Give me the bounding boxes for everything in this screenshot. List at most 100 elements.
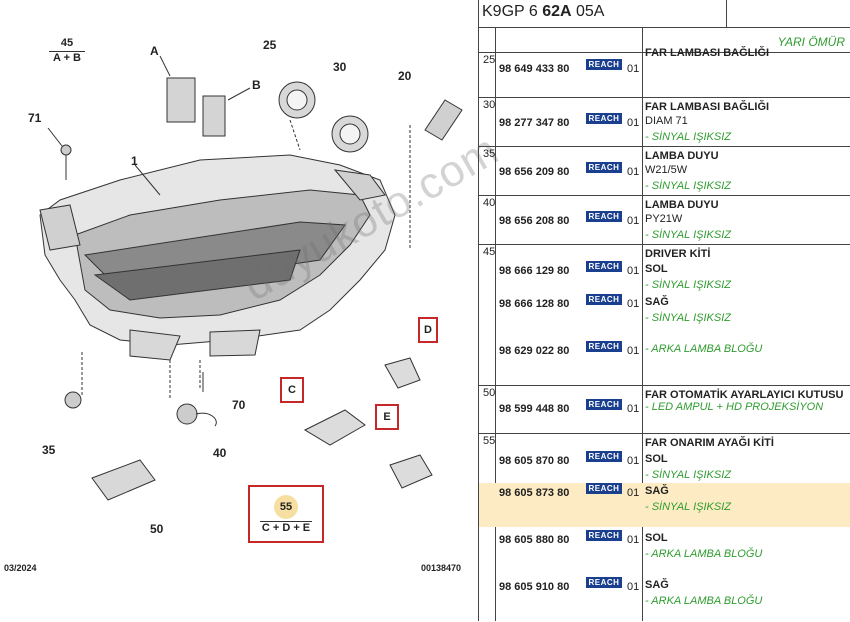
group-title-text: FAR ONARIM AYAĞI KİTİ (645, 437, 774, 449)
callout-30: 30 (333, 60, 347, 74)
callout-1: 1 (131, 154, 138, 168)
part-number[interactable]: 98 605 873 80 (499, 487, 570, 499)
part-note: - SİNYAL IŞIKSIZ (645, 180, 731, 192)
group-title: FAR ONARIM AYAĞI KİTİ (645, 435, 774, 451)
group-index: 55 (483, 435, 496, 447)
part-group: 35 LAMBA DUYU 98 656 209 80 REACH 01 W21/5W - … (479, 146, 850, 196)
part-number[interactable]: 98 605 870 80 (499, 455, 570, 467)
reach-badge: REACH (586, 113, 622, 124)
group-index: 45 (483, 246, 496, 258)
callout-d: D (418, 317, 438, 343)
reach-badge: REACH (586, 577, 622, 588)
group-title-text: FAR LAMBASI BAĞLIĞI (645, 47, 770, 59)
part-description: SOL- SİNYAL IŞIKSIZ (645, 261, 731, 293)
reach-badge: REACH (586, 162, 622, 173)
group-title: FAR LAMBASI BAĞLIĞI (645, 99, 769, 115)
group-title: FAR LAMBASI BAĞLIĞI (645, 45, 769, 61)
part-row[interactable] (479, 483, 850, 527)
group-index: 25 (483, 54, 496, 66)
footer-date: 03/2024 (4, 563, 37, 573)
side-label: SOL (645, 263, 668, 275)
model-code-group: 62A (542, 3, 572, 20)
part-note: - SİNYAL IŞIKSIZ (645, 501, 731, 513)
part-note: - SİNYAL IŞIKSIZ (645, 131, 731, 143)
callout-a: A (150, 44, 159, 58)
reach-badge: REACH (586, 294, 622, 305)
part-quantity: 01 (627, 166, 640, 178)
column-divider (642, 27, 643, 621)
side-label: SAĞ (645, 579, 669, 591)
callout-c: C (280, 377, 304, 403)
model-code-suffix: 05A (571, 3, 605, 20)
part-note: - LED AMPUL + HD PROJEKSİYON (645, 401, 824, 413)
reach-badge: REACH (586, 261, 622, 272)
group-index: 30 (483, 99, 496, 111)
callout-70: 70 (232, 398, 246, 412)
part-number[interactable]: 98 629 022 80 (499, 345, 570, 357)
group-index: 40 (483, 197, 496, 209)
yari-omur-label: YARI ÖMÜR (777, 35, 845, 49)
part-description: SOL - ARKA LAMBA BLOĞU (645, 530, 762, 562)
part-description: PY21W- SİNYAL IŞIKSIZ (645, 211, 731, 243)
part-note: - ARKA LAMBA BLOĞU (645, 548, 763, 560)
part-description: DIAM 71- SİNYAL IŞIKSIZ (645, 113, 731, 145)
part-group: 30 FAR LAMBASI BAĞLIĞI 98 277 347 80 REACH 0… (479, 97, 850, 147)
part-quantity: 01 (627, 487, 640, 499)
group-index: 50 (483, 387, 496, 399)
part-note: - ARKA LAMBA BLOĞU (645, 595, 763, 607)
part-quantity: 01 (627, 265, 640, 277)
side-label: SAĞ (645, 485, 669, 497)
reach-badge: REACH (586, 530, 622, 541)
callout-25: 25 (263, 38, 277, 52)
part-quantity: 01 (627, 117, 640, 129)
part-quantity: 01 (627, 345, 640, 357)
part-number[interactable]: 98 599 448 80 (499, 403, 570, 415)
part-number[interactable]: 98 666 129 80 (499, 265, 570, 277)
part-note: - ARKA LAMBA BLOĞU (645, 343, 763, 355)
part-number[interactable]: 98 666 128 80 (499, 298, 570, 310)
reach-badge: REACH (586, 59, 622, 70)
part-number[interactable]: 98 277 347 80 (499, 117, 570, 129)
part-number[interactable]: 98 605 880 80 (499, 534, 570, 546)
part-description: SOL- SİNYAL IŞIKSIZ (645, 451, 731, 483)
part-quantity: 01 (627, 581, 640, 593)
part-description: - ARKA LAMBA BLOĞU (645, 341, 762, 357)
group-title-text: DRIVER KİTİ (645, 248, 711, 260)
description-line: W21/5W (645, 164, 688, 176)
group-index: 35 (483, 148, 496, 160)
part-description: SAĞ- SİNYAL IŞIKSIZ (645, 294, 731, 326)
callout-55-combination: C + D + E (261, 522, 311, 534)
callout-45-group: 45 A + B (45, 37, 89, 64)
reach-badge: REACH (586, 451, 622, 462)
group-title-text: FAR OTOMATİK AYARLAYICI KUTUSU (645, 389, 844, 401)
part-number[interactable]: 98 605 910 80 (499, 581, 570, 593)
part-number[interactable]: 98 656 209 80 (499, 166, 570, 178)
group-title-text: FAR LAMBASI BAĞLIĞI (645, 101, 770, 113)
part-group: 55 FAR ONARIM AYAĞI KİTİ 98 605 870 80 REAC… (479, 433, 850, 622)
part-description: SAĞ - ARKA LAMBA BLOĞU (645, 577, 762, 609)
side-label: SOL (645, 453, 668, 465)
description-line: PY21W (645, 213, 683, 225)
callout-45-combination: A + B (52, 52, 81, 64)
parts-diagram: 45 A + B A B 25 30 20 71 1 D C E 35 70 4… (4, 37, 508, 573)
callout-50: 50 (150, 522, 164, 536)
callout-20: 20 (398, 69, 412, 83)
reach-badge: REACH (586, 341, 622, 352)
diagram-drawing (39, 55, 463, 501)
table-header: K9GP 6 62A 05A (479, 0, 850, 28)
part-number[interactable]: 98 656 208 80 (499, 215, 570, 227)
group-title-text: LAMBA DUYU (645, 150, 719, 162)
model-code-title: K9GP 6 62A 05A (482, 3, 604, 21)
callout-45-number: 45 (60, 37, 74, 49)
reach-badge: REACH (586, 399, 622, 410)
part-quantity: 01 (627, 215, 640, 227)
part-note: - SİNYAL IŞIKSIZ (645, 312, 731, 324)
side-label: SOL (645, 532, 668, 544)
part-number[interactable]: 98 649 433 80 (499, 63, 570, 75)
callout-55-box: 55 C + D + E (248, 485, 324, 543)
callout-35: 35 (42, 443, 56, 457)
part-quantity: 01 (627, 298, 640, 310)
